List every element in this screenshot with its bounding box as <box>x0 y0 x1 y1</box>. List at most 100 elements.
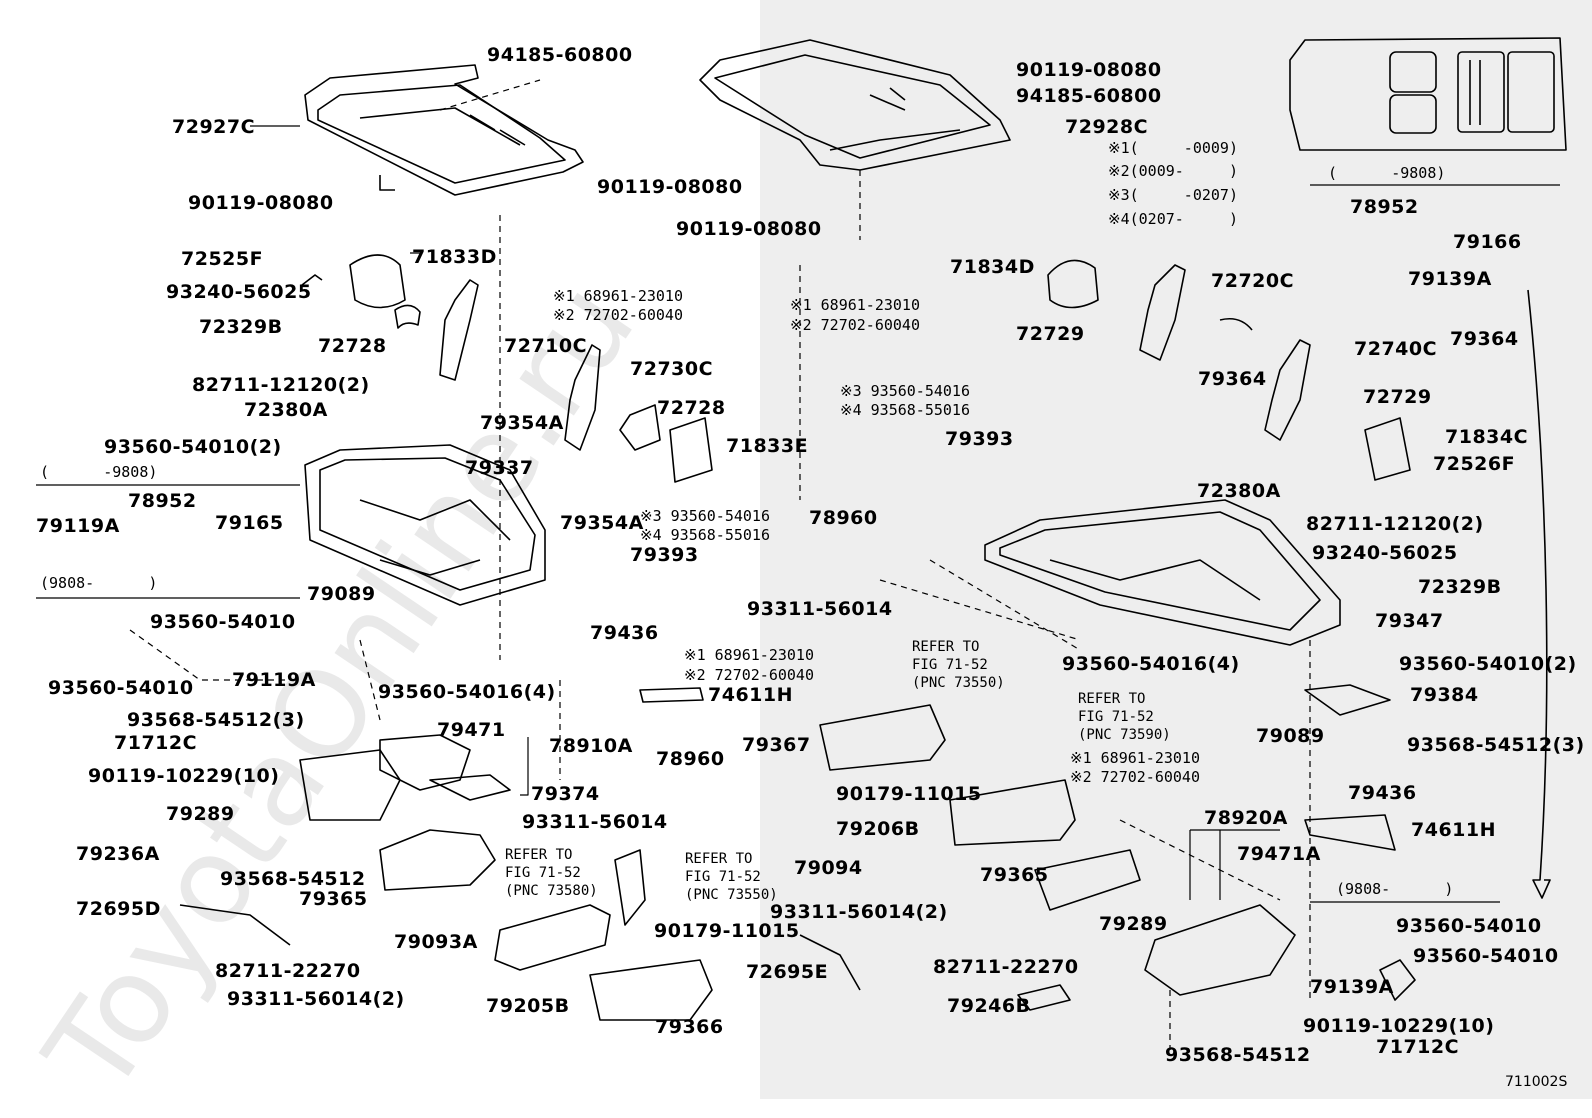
part-number-label: 79289 <box>1099 913 1168 935</box>
alt-part-number-label: ※3 93560-54016 <box>640 507 770 525</box>
part-number-label: 94185-60800 <box>487 44 633 66</box>
part-number-label: 79119A <box>36 515 120 537</box>
part-number-label: 82711-12120(2) <box>192 374 370 396</box>
part-number-label: 79236A <box>76 843 160 865</box>
part-number-label: 93568-54512 <box>220 868 366 890</box>
part-number-label: 71712C <box>1376 1036 1460 1058</box>
part-number-label: 93240-56025 <box>166 281 312 303</box>
part-number-label: 79354A <box>560 512 644 534</box>
part-number-label: 90119-10229(10) <box>1303 1015 1495 1037</box>
part-number-label: 82711-22270 <box>215 960 361 982</box>
part-number-label: 72710C <box>504 335 588 357</box>
part-number-label: 79206B <box>836 818 920 840</box>
fig-reference-note: REFER TO FIG 71-52 (PNC 73580) <box>505 847 598 899</box>
part-number-label: 72740C <box>1354 338 1438 360</box>
seat-track-right <box>984 499 1341 646</box>
part-number-label: 93560-54016(4) <box>378 681 556 703</box>
part-number-label: 90179-11015 <box>836 783 982 805</box>
part-number-label: 74611H <box>1411 819 1497 841</box>
part-number-label: 72695E <box>746 961 829 983</box>
part-number-label: 79205B <box>486 995 570 1017</box>
part-number-label: 72695D <box>76 898 161 920</box>
part-number-label: 79246B <box>947 995 1031 1017</box>
part-number-label: 79365 <box>980 864 1049 886</box>
part-number-label: 72329B <box>1418 576 1502 598</box>
part-number-label: 72927C <box>172 116 256 138</box>
part-number-label: 72526F <box>1433 453 1516 475</box>
part-number-label: 94185-60800 <box>1016 85 1162 107</box>
recliner-assembly-left <box>301 254 713 483</box>
part-number-label: 79093A <box>394 931 478 953</box>
part-number-label: 71834C <box>1445 426 1529 448</box>
alt-part-number-label: ※4 93568-55016 <box>640 526 770 544</box>
part-number-label: 79289 <box>166 803 235 825</box>
alt-part-number-label: ※1 68961-23010 <box>553 287 683 305</box>
part-number-label: 93311-56014 <box>747 598 893 620</box>
section-brackets <box>36 125 1560 903</box>
part-number-label: 79119A <box>232 669 316 691</box>
fig-reference-note: REFER TO FIG 71-52 (PNC 73590) <box>1078 691 1171 743</box>
part-number-label: 79089 <box>1256 725 1325 747</box>
direction-arrow <box>1527 289 1551 899</box>
seat-frame-right <box>699 39 1011 171</box>
alt-part-number-label: ※1 68961-23010 <box>684 646 814 664</box>
part-number-label: 78910A <box>549 735 633 757</box>
part-number-label: 90179-11015 <box>654 920 800 942</box>
shade-panel-right <box>760 0 1592 1099</box>
date-range-note: ※2(0009- ) <box>1108 162 1238 180</box>
alt-part-number-label: ※2 72702-60040 <box>684 666 814 684</box>
part-number-label: 79364 <box>1198 368 1267 390</box>
part-number-label: 71833E <box>726 435 809 457</box>
date-range-note: ( -9808) <box>1328 164 1446 182</box>
date-range-note: ※4(0207- ) <box>1108 210 1238 228</box>
date-range-note: ( -9808) <box>40 463 158 481</box>
fig-reference-note: REFER TO FIG 71-52 (PNC 73550) <box>912 639 1005 691</box>
part-number-label: 79393 <box>630 544 699 566</box>
part-number-label: 72928C <box>1065 116 1149 138</box>
vehicle-inset <box>1289 37 1567 151</box>
alt-part-number-label: ※4 93568-55016 <box>840 401 970 419</box>
part-number-label: 72380A <box>244 399 328 421</box>
date-range-note: (9808- ) <box>40 574 158 592</box>
part-number-label: 79436 <box>590 622 659 644</box>
part-number-label: 78952 <box>128 490 197 512</box>
part-number-label: 79393 <box>945 428 1014 450</box>
part-number-label: 79165 <box>215 512 284 534</box>
part-number-label: 79094 <box>794 857 863 879</box>
part-number-label: 71834D <box>950 256 1035 278</box>
part-number-label: 72729 <box>1363 386 1432 408</box>
part-number-label: 93568-54512 <box>1165 1044 1311 1066</box>
date-range-note: ※3( -0207) <box>1108 186 1238 204</box>
part-number-label: 79347 <box>1375 610 1444 632</box>
part-number-label: 79471 <box>437 719 506 741</box>
part-number-label: 93311-56014 <box>522 811 668 833</box>
part-number-label: 71712C <box>114 732 198 754</box>
alt-part-number-label: ※3 93560-54016 <box>840 382 970 400</box>
part-number-label: 79365 <box>299 888 368 910</box>
seat-track-left <box>304 444 546 606</box>
assembly-lines <box>129 79 1311 1050</box>
part-number-label: 72329B <box>199 316 283 338</box>
seat-frame-left <box>304 64 584 196</box>
alt-part-number-label: ※2 72702-60040 <box>790 316 920 334</box>
recliner-assembly-right <box>1047 259 1411 481</box>
part-number-label: 93560-54010 <box>150 611 296 633</box>
part-number-label: 93568-54512(3) <box>127 709 305 731</box>
part-number-label: 79337 <box>465 457 534 479</box>
date-range-note: (9808- ) <box>1336 880 1454 898</box>
part-number-label: 79364 <box>1450 328 1519 350</box>
part-number-label: 93311-56014(2) <box>770 901 948 923</box>
lower-parts-right <box>799 684 1416 1011</box>
part-number-label: 93560-54016(4) <box>1062 653 1240 675</box>
part-number-label: 79366 <box>655 1016 724 1038</box>
alt-part-number-label: ※2 72702-60040 <box>1070 768 1200 786</box>
lower-parts-left <box>179 687 713 1021</box>
part-number-label: 90119-08080 <box>188 192 334 214</box>
part-number-label: 79367 <box>742 734 811 756</box>
alt-part-number-label: ※1 68961-23010 <box>790 296 920 314</box>
part-number-label: 72729 <box>1016 323 1085 345</box>
part-number-label: 72525F <box>181 248 264 270</box>
part-number-label: 72720C <box>1211 270 1295 292</box>
